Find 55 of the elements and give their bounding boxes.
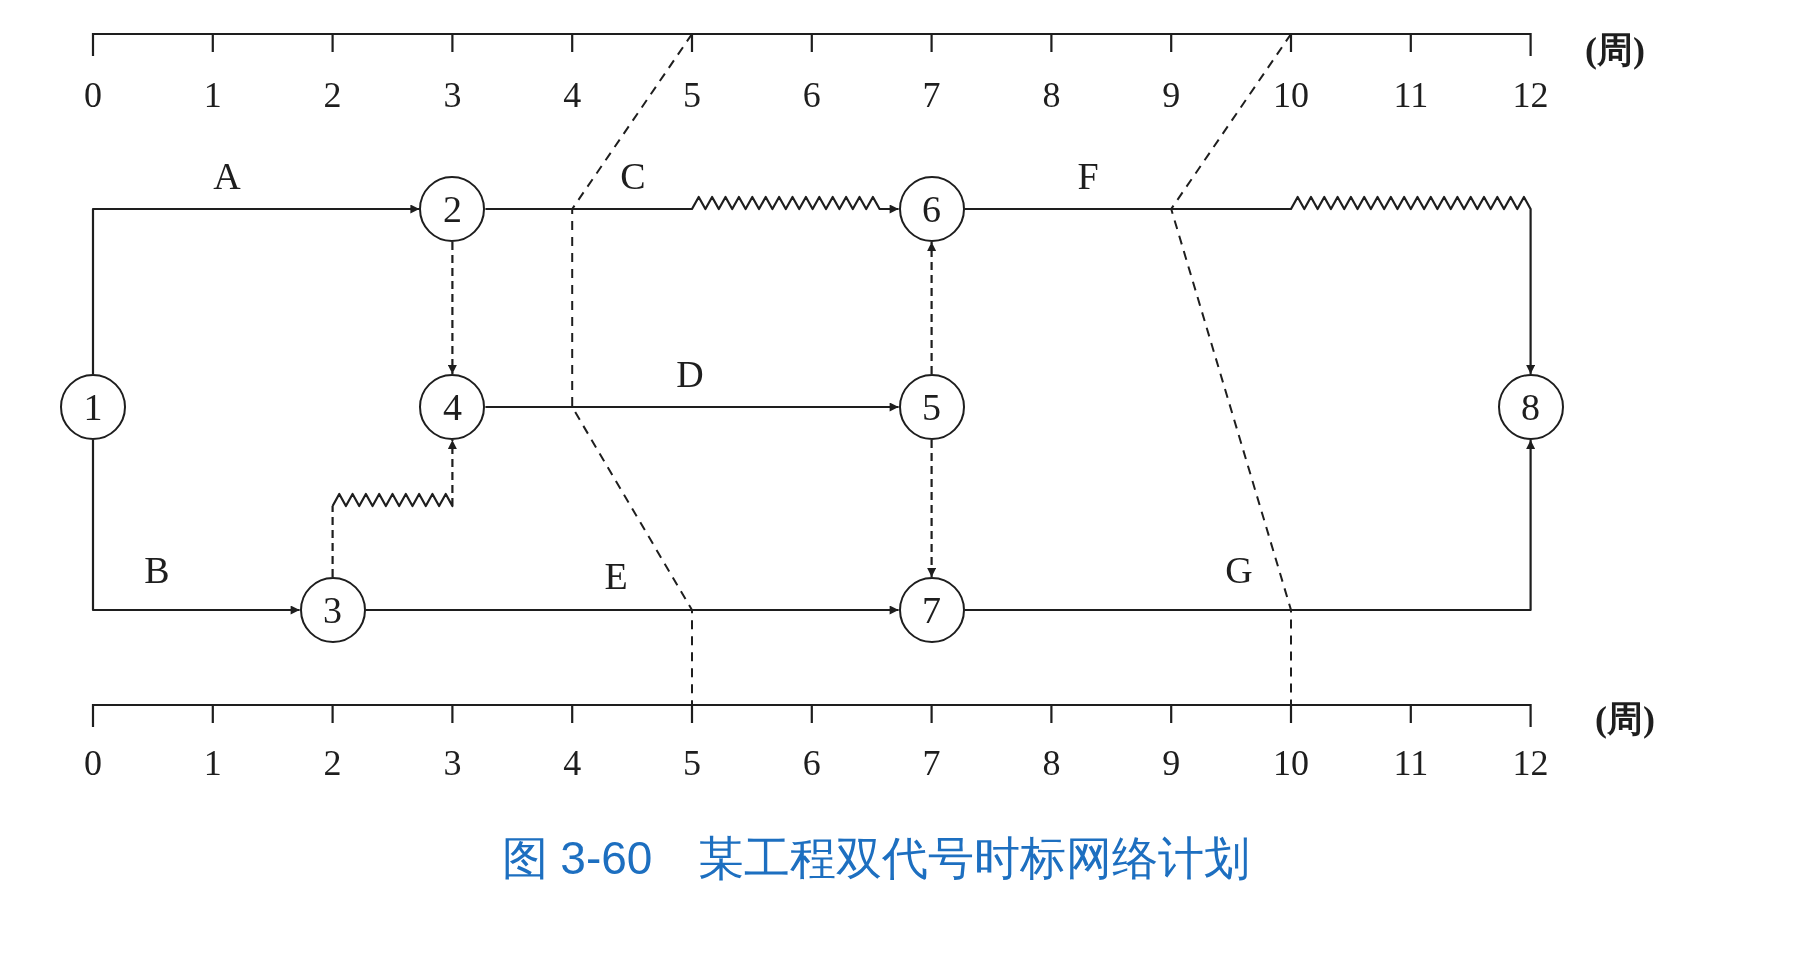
- event-node: 6: [898, 176, 965, 242]
- tick-label: 7: [922, 745, 941, 781]
- tick-label: 10: [1273, 77, 1309, 113]
- activity-label: B: [144, 551, 170, 589]
- tick-label: 1: [203, 77, 222, 113]
- axis-unit-label: (周): [1595, 701, 1655, 737]
- arrow: [964, 195, 1536, 374]
- activity-label: E: [604, 557, 628, 595]
- tick-label: 10: [1273, 745, 1309, 781]
- dashed-arrow: [927, 440, 937, 577]
- tick-label: 8: [1042, 77, 1061, 113]
- activity-label: F: [1077, 157, 1099, 195]
- tick-label: 6: [802, 77, 821, 113]
- tick-label: 11: [1393, 745, 1429, 781]
- arrow: [485, 402, 899, 412]
- event-node: 5: [898, 374, 965, 440]
- tick-label: 4: [563, 745, 582, 781]
- tick-label: 1: [203, 745, 222, 781]
- tick-label: 3: [443, 745, 462, 781]
- tick-label: 4: [563, 77, 582, 113]
- tick-label: 3: [443, 77, 462, 113]
- tick-label: 11: [1393, 77, 1429, 113]
- arrow: [964, 440, 1536, 612]
- tick-label: 0: [84, 745, 102, 781]
- dashed-arrow: [927, 242, 937, 374]
- activity-label: C: [620, 157, 646, 195]
- tick-label: 2: [323, 77, 342, 113]
- event-node: 4: [419, 374, 486, 440]
- activity-label: G: [1225, 551, 1253, 589]
- event-node: 1: [60, 374, 126, 440]
- activity-label: D: [676, 355, 704, 393]
- event-node: 7: [898, 577, 965, 643]
- axis-unit-label: (周): [1585, 32, 1645, 68]
- arrow: [91, 440, 300, 615]
- tick-label: 12: [1512, 77, 1549, 113]
- tick-label: 5: [683, 745, 701, 781]
- figure-caption: 图 3-60 某工程双代号时标网络计划: [501, 835, 1251, 881]
- dashed-arrow: [447, 242, 457, 374]
- tick-label: 7: [922, 77, 941, 113]
- event-node: 2: [419, 176, 486, 242]
- dashed-arrow: [331, 440, 457, 577]
- arrow: [91, 204, 420, 374]
- tick-label: 5: [683, 77, 701, 113]
- tick-label: 2: [323, 745, 342, 781]
- tick-label: 0: [84, 77, 102, 113]
- event-node: 8: [1497, 374, 1564, 440]
- tick-label: 9: [1162, 745, 1181, 781]
- activity-label: A: [213, 157, 241, 195]
- arrow: [485, 195, 899, 214]
- tick-label: 9: [1162, 77, 1181, 113]
- tick-label: 6: [802, 745, 821, 781]
- event-node: 3: [299, 577, 366, 643]
- tick-label: 12: [1512, 745, 1549, 781]
- arrow: [365, 605, 899, 615]
- tick-label: 8: [1042, 745, 1061, 781]
